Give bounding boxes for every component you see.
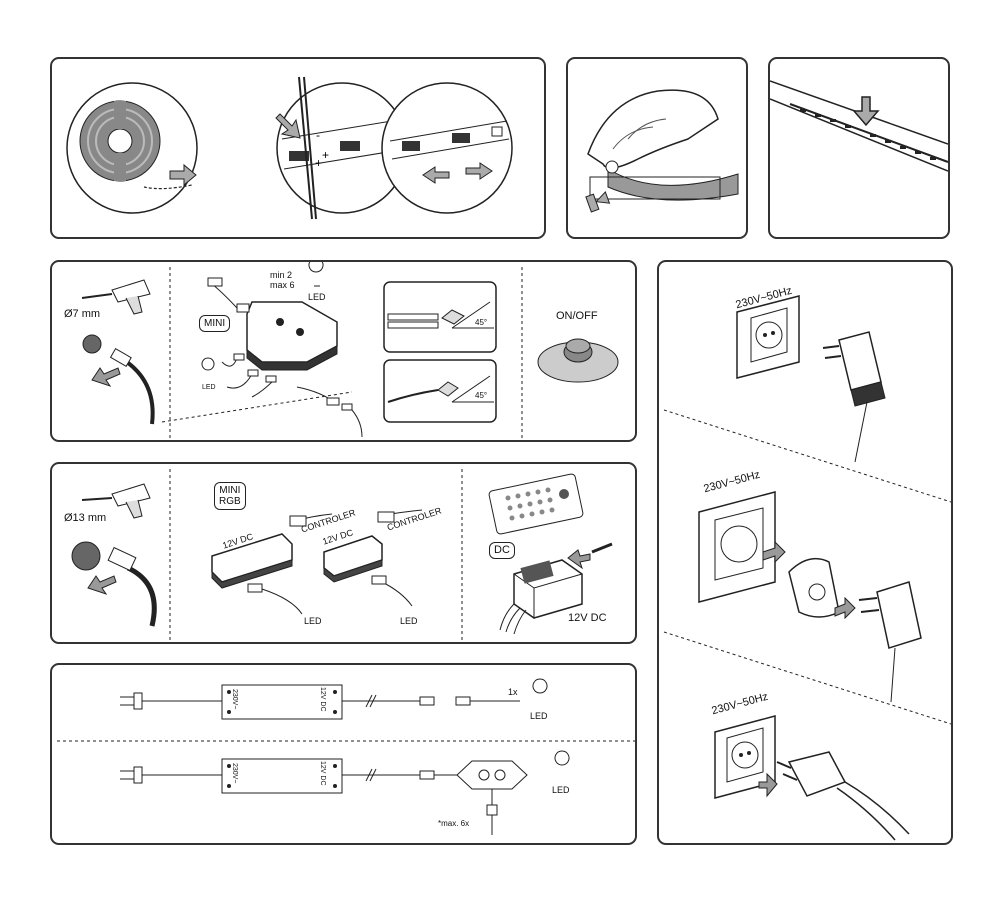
- mini-rgb-label: MINI RGB: [214, 482, 246, 510]
- panel-wiring-diagram: 230V~ 12V DC 230V~ 12V DC 1x LED LED *ma…: [50, 663, 637, 845]
- dc-label: DC: [489, 542, 515, 559]
- power-connection-illustration: [663, 295, 951, 841]
- led-label: LED: [308, 292, 326, 302]
- switch-label: ON/OFF: [556, 310, 598, 322]
- min-max-label: min 2 max 6: [270, 270, 295, 290]
- mount-strip-illustration: [770, 80, 948, 172]
- led-small-label: LED: [202, 384, 216, 391]
- psu-input-label-1: 230V~: [231, 689, 238, 710]
- mini-installation-illustration: [81, 262, 619, 440]
- panel-mount-strip: [768, 57, 950, 239]
- mini-label: MINI: [199, 315, 231, 332]
- svg-text:+: +: [322, 148, 329, 162]
- wiring-diagram-illustration: [57, 678, 635, 835]
- led-bottom-label: LED: [552, 785, 570, 795]
- drill-diameter-label: Ø7 mm: [64, 308, 101, 320]
- panel-peel-backing: [566, 57, 748, 239]
- psu-input-label-2: 230V~: [231, 763, 238, 784]
- psu-output-label-2: 12V DC: [319, 761, 326, 786]
- angle-bottom-label: 45°: [475, 391, 488, 400]
- panel-power-connection: 230V~50Hz 230V~50Hz 230V~50Hz: [657, 260, 953, 845]
- led-top-label: LED: [530, 711, 548, 721]
- peel-backing-illustration: [585, 89, 739, 213]
- svg-text:+: +: [315, 156, 322, 170]
- drill-diameter-label: Ø13 mm: [64, 512, 107, 524]
- angle-top-label: 45°: [475, 318, 488, 327]
- strip-preparation-illustration: - + +: [66, 76, 513, 220]
- dc-output-label: 12V DC: [568, 612, 607, 624]
- panel-mini-rgb-installation: Ø13 mm MINI RGB 12V DC 12V DC CONTROLER …: [50, 462, 637, 644]
- mini-rgb-installation-illustration: [71, 469, 613, 642]
- led-label-1: LED: [304, 616, 322, 626]
- psu-output-label-1: 12V DC: [319, 687, 326, 712]
- led-label-2: LED: [400, 616, 418, 626]
- panel-mini-installation: Ø7 mm min 2 max 6 LED LED MINI 45° 45° O…: [50, 260, 637, 442]
- svg-text:-: -: [316, 128, 320, 142]
- quantity-1x-label: 1x: [508, 687, 518, 697]
- max-note-label: *max. 6x: [438, 819, 470, 828]
- panel-strip-preparation: - + +: [50, 57, 546, 239]
